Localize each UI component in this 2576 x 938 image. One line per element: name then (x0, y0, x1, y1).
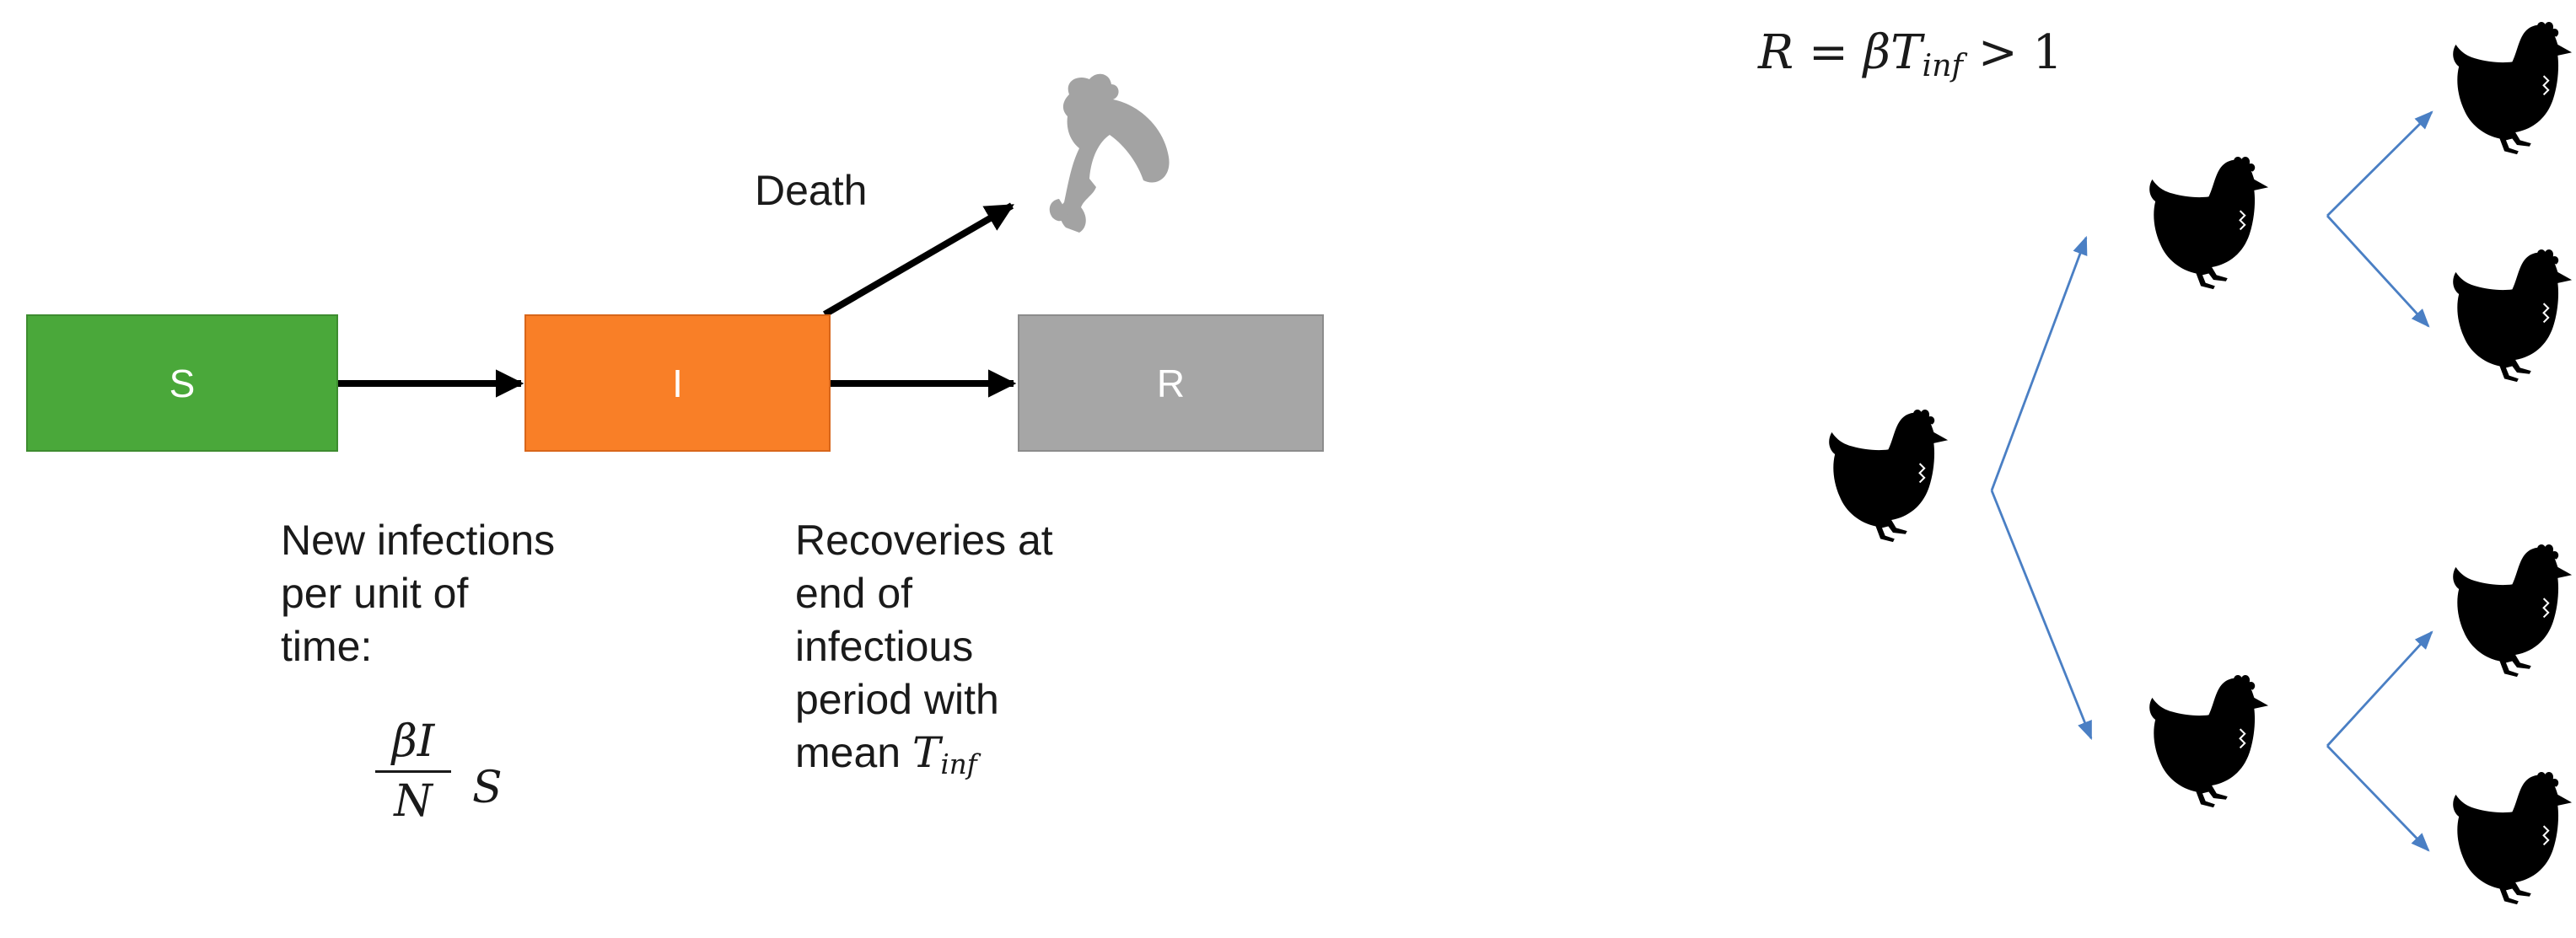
text-line: period with (795, 676, 999, 723)
recovered-label: R (1156, 361, 1186, 405)
recovered-box: R (1018, 314, 1324, 452)
tree-arrow-upper (1990, 235, 2088, 491)
recoveries-text: Recoveries at end of infectious period w… (795, 514, 1053, 791)
mean-word: mean (795, 729, 901, 776)
text-line: infectious (795, 623, 974, 670)
tree-arrow-upper-down (2326, 215, 2430, 328)
chicken-icon (2148, 674, 2270, 809)
t-symbol: T (1890, 25, 1923, 80)
text-line: end of (795, 570, 913, 617)
t-subscript: inf (940, 748, 977, 781)
text-line: per unit of (281, 570, 469, 617)
susceptible-label: S (169, 361, 196, 405)
chicken-icon (2452, 544, 2573, 678)
susceptible-box: S (26, 314, 338, 452)
new-infections-text: New infections per unit of time: (281, 514, 555, 673)
infectious-label: I (672, 361, 683, 405)
death-label: Death (755, 167, 868, 214)
reproduction-number-formula: R = βTinf > 1 (1758, 25, 2062, 83)
infectious-box: I (524, 314, 831, 452)
text-line: Recoveries at (795, 517, 1053, 564)
chicken-icon (1828, 409, 1949, 544)
text-line: mean Tinf (795, 726, 1053, 791)
transmission-tree (1990, 110, 2433, 852)
tree-arrow-lower (1990, 490, 2093, 741)
tree-arrow-lower-down (2326, 745, 2430, 852)
chicken-icon (2452, 249, 2573, 383)
fraction-denominator: N (394, 776, 433, 827)
fraction-multiplier: S (472, 763, 503, 813)
chicken-icon (2452, 21, 2573, 156)
tree-arrow-upper-up (2326, 110, 2433, 217)
t-inf-symbol: Tinf (912, 728, 977, 781)
relation: > 1 (1977, 25, 2063, 80)
equals-sign: = (1808, 25, 1848, 80)
chicken-icon (2148, 156, 2270, 291)
dead-chicken-icon (1049, 73, 1170, 233)
r-symbol: R (1758, 25, 1794, 80)
t-symbol: T (912, 728, 941, 777)
t-subscript: inf (1922, 47, 1963, 84)
tree-arrow-lower-up (2326, 630, 2433, 747)
text-line: New infections (281, 517, 556, 564)
fraction-numerator: βI (375, 716, 451, 773)
infection-rate-fraction: βI N (375, 716, 451, 827)
text-line: time: (281, 623, 373, 670)
beta-symbol: β (1863, 25, 1891, 80)
chicken-icon (2452, 771, 2573, 906)
i-to-death-arrow (822, 202, 1014, 318)
